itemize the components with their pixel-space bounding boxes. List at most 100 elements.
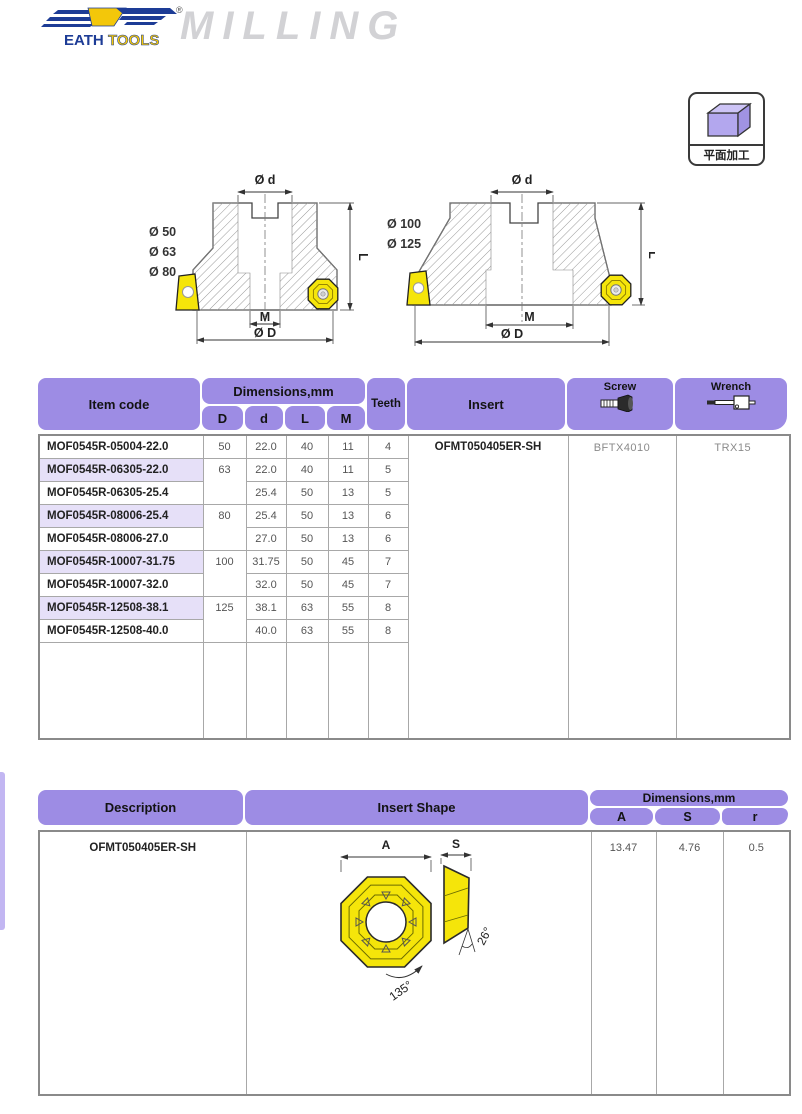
col-header-wrench: Wrench: [675, 378, 787, 430]
screw-label: Screw: [603, 381, 637, 393]
dim-L: 40: [285, 457, 329, 482]
cutter-diagram-small: Ø d Ø 50 Ø 63 Ø 80 L M Ø D: [149, 173, 370, 344]
item-code: MOF0545R-08006-25.4: [38, 503, 204, 528]
logo-yellow-wedge: [87, 7, 127, 27]
dim-d: 27.0: [245, 526, 287, 551]
insert-code: OFMT050405ER-SH: [407, 434, 569, 740]
logo-text-eath: EATH: [64, 32, 104, 49]
col-header-A: A: [590, 808, 653, 825]
diameter-label: Ø 63: [149, 245, 176, 259]
dim-L: 40: [285, 434, 329, 459]
col-header-teeth: Teeth: [367, 378, 405, 430]
dim-M: 55: [327, 595, 369, 620]
diameter-label: Ø 80: [149, 265, 176, 279]
teeth-count: 5: [367, 480, 409, 505]
insert-spec-table: Description Insert Shape Dimensions,mm A…: [38, 790, 791, 1096]
shape-dim-S: S: [451, 838, 459, 851]
item-code: MOF0545R-12508-38.1: [38, 595, 204, 620]
insert-edge-view: [406, 270, 431, 306]
dim-d: 22.0: [245, 457, 287, 482]
registered-mark: ®: [176, 5, 183, 15]
page-title: MILLING: [180, 4, 408, 48]
wrench-icon: [707, 395, 756, 410]
dim-label-D: Ø D: [501, 327, 523, 341]
teeth-count: 4: [367, 434, 409, 459]
dim-D: 50: [202, 434, 247, 459]
teeth-count: 7: [367, 549, 409, 574]
col-header-r: r: [722, 808, 788, 825]
insert-shape-diagram: A: [339, 837, 495, 1004]
col-header-insert-shape: Insert Shape: [245, 790, 588, 825]
col-header-L: L: [285, 406, 325, 430]
empty-row: [38, 641, 790, 740]
dim-D: 63: [202, 457, 247, 505]
main-table-header: Item code Dimensions,mm D d L M Teeth In…: [38, 378, 789, 430]
dim-M: 13: [327, 480, 369, 505]
col-header-dimensions: Dimensions,mm: [202, 378, 365, 404]
page-edge-tab: [0, 772, 5, 930]
dim-D: 100: [202, 549, 247, 597]
wrench-code: TRX15: [675, 434, 791, 740]
dim-label-D: Ø D: [254, 326, 276, 340]
dim-L: 50: [285, 503, 329, 528]
col-header-description: Description: [38, 790, 243, 825]
item-code: MOF0545R-10007-31.75: [38, 549, 204, 574]
dim-L: 50: [285, 526, 329, 551]
insert-shape-cell: A: [245, 830, 592, 1096]
insert-table: OFMT050405ER-SH A: [38, 830, 791, 1096]
cutter-diagram-large: Ø d Ø 100 Ø 125 L M Ø D: [387, 173, 655, 346]
teeth-count: 6: [367, 503, 409, 528]
dim-d: 25.4: [245, 503, 287, 528]
main-spec-table: Item code Dimensions,mm D d L M Teeth In…: [38, 378, 791, 740]
dim-label-L: L: [646, 251, 655, 259]
dim-M: 11: [327, 434, 369, 459]
dim-M: 11: [327, 457, 369, 482]
col-header-d: d: [245, 406, 283, 430]
value-r: 0.5: [722, 830, 791, 1096]
dim-d: 38.1: [245, 595, 287, 620]
diameter-label: Ø 50: [149, 225, 176, 239]
diameter-label: Ø 100: [387, 217, 421, 231]
col-header-dimensions: Dimensions,mm: [590, 790, 788, 806]
insert-face-view: [600, 274, 632, 306]
insert-edge-view: [175, 273, 200, 311]
dim-label-M: M: [260, 310, 270, 324]
dim-label-M: M: [524, 310, 534, 324]
eath-tools-logo: ® EATH TOOLS: [41, 5, 183, 49]
col-header-item-code: Item code: [38, 378, 200, 430]
col-header-M: M: [327, 406, 365, 430]
dim-L: 50: [285, 572, 329, 597]
screw-code: BFTX4010: [567, 434, 677, 740]
logo-text-tools: TOOLS: [108, 32, 159, 49]
cube-icon: [705, 102, 752, 138]
shape-angle-135: 135°: [386, 978, 415, 1004]
dim-L: 63: [285, 595, 329, 620]
dim-M: 55: [327, 618, 369, 643]
insert-description: OFMT050405ER-SH: [38, 830, 247, 1096]
dim-d: 32.0: [245, 572, 287, 597]
col-header-D: D: [202, 406, 243, 430]
capability-label: 平面加工: [690, 144, 763, 162]
dim-label-d: Ø d: [512, 173, 533, 187]
teeth-count: 5: [367, 457, 409, 482]
item-code: MOF0545R-06305-22.0: [38, 457, 204, 482]
shape-angle-26: 26°: [474, 925, 495, 948]
shape-dim-A: A: [381, 838, 390, 852]
teeth-count: 8: [367, 595, 409, 620]
dim-d: 40.0: [245, 618, 287, 643]
dim-D: 125: [202, 595, 247, 643]
col-header-screw: Screw: [567, 378, 673, 430]
dim-M: 45: [327, 549, 369, 574]
dim-L: 63: [285, 618, 329, 643]
screw-icon: [600, 394, 633, 412]
insert-face-drawing: [339, 876, 432, 968]
wrench-label: Wrench: [710, 381, 752, 393]
face-milling-capability-icon: 平面加工: [688, 92, 765, 166]
